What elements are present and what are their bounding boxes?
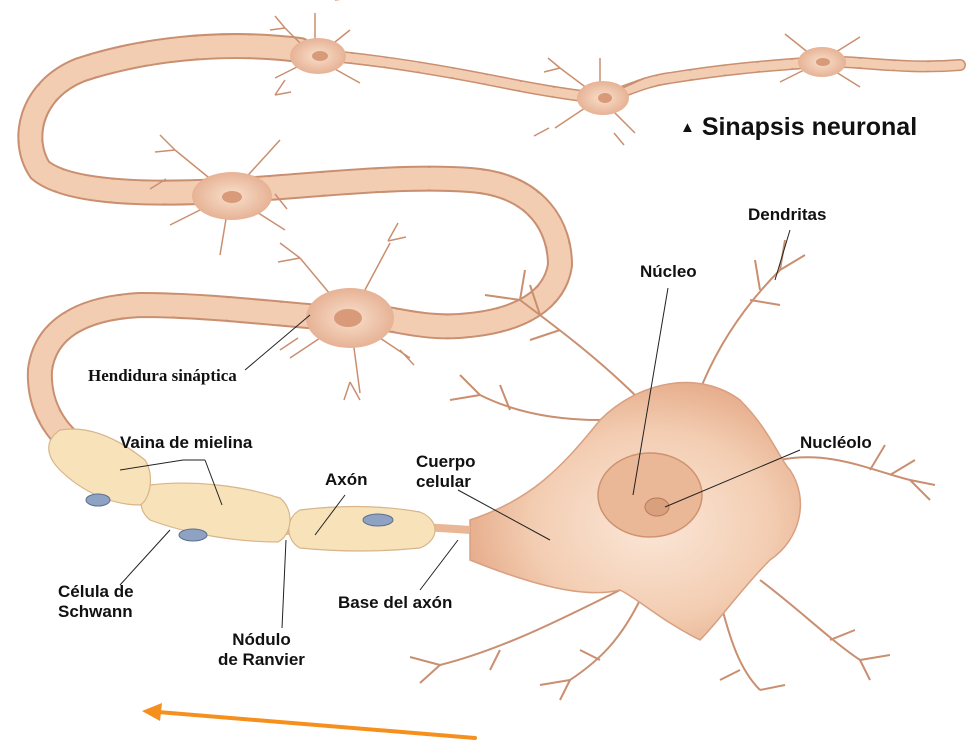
label-hendidura-sinaptica: Hendidura sináptica: [78, 360, 243, 392]
schwann-nucleus-2: [179, 529, 207, 541]
label-nodulo-ranvier: Nódulo de Ranvier: [218, 630, 305, 670]
label-base-axon: Base del axón: [338, 593, 452, 613]
title-triangle-icon: ▲: [680, 119, 695, 136]
diagram-title: ▲ Sinapsis neuronal: [680, 112, 917, 143]
nucleus: [598, 453, 702, 537]
schwann-nucleus-3: [86, 494, 110, 506]
schwann-nucleus-1: [363, 514, 393, 526]
label-vaina-mielina: Vaina de mielina: [120, 433, 252, 453]
label-nucleo: Núcleo: [640, 262, 697, 282]
small-neuron-4: [150, 80, 291, 255]
label-dendritas: Dendritas: [748, 205, 826, 225]
label-cuerpo-celular: Cuerpo celular: [416, 452, 476, 492]
orange-arrow: [142, 703, 475, 738]
upper-axon-chain: [30, 46, 960, 455]
label-axon: Axón: [325, 470, 368, 490]
label-nucleolo: Nucléolo: [800, 433, 872, 453]
myelin-sheath: [49, 429, 470, 551]
title-text: Sinapsis neuronal: [702, 113, 917, 141]
label-celula-schwann: Célula de Schwann: [58, 582, 134, 622]
